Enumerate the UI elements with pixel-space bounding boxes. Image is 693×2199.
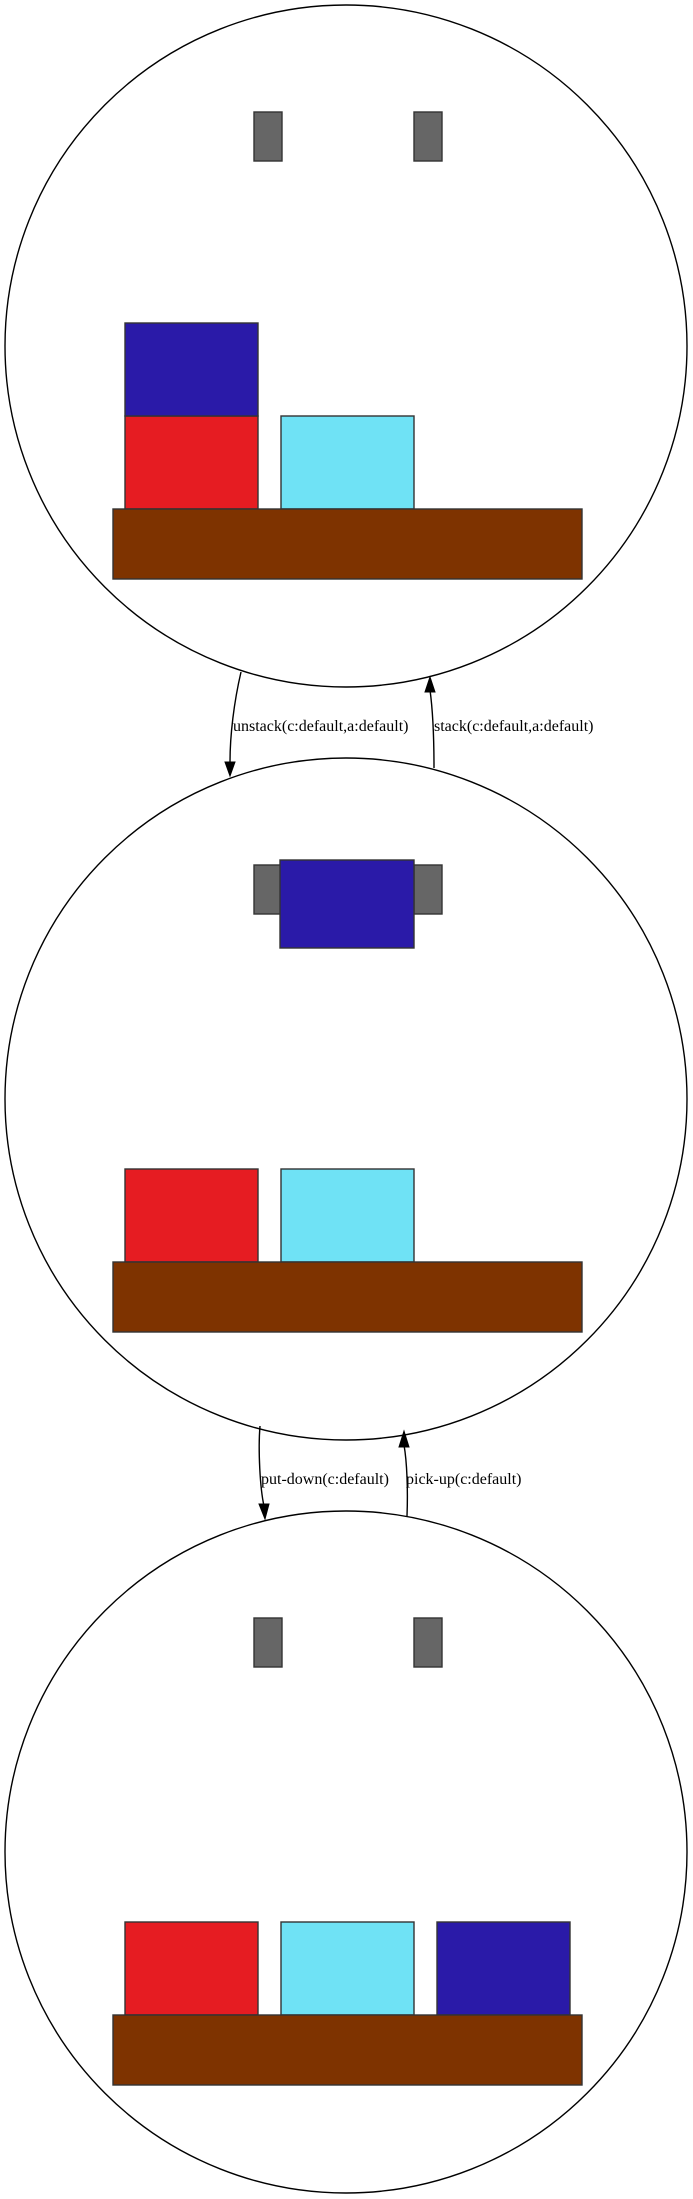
state-2-scene bbox=[112, 859, 583, 1333]
state-node-2 bbox=[4, 757, 688, 1441]
edge-pick-up: pick-up(c:default) bbox=[398, 1429, 522, 1517]
state-3-gripper-left bbox=[253, 1617, 283, 1668]
edge-unstack: unstack(c:default,a:default) bbox=[224, 671, 408, 778]
edge-put-down-arrowhead bbox=[258, 1503, 270, 1521]
state-2-table bbox=[112, 1261, 583, 1333]
state-3-block-b bbox=[436, 1921, 571, 2016]
state-1-block-a bbox=[124, 415, 259, 510]
edge-unstack-arrowhead bbox=[224, 761, 236, 778]
state-3-block-a bbox=[124, 1921, 259, 2016]
state-1-gripper-left bbox=[253, 111, 283, 162]
state-1-block-c bbox=[280, 415, 415, 510]
edge-stack-line bbox=[429, 689, 435, 769]
state-1-table bbox=[112, 508, 583, 580]
state-2-gripper-right bbox=[413, 864, 443, 915]
edge-stack-label: stack(c:default,a:default) bbox=[434, 718, 593, 735]
state-1-gripper-right bbox=[413, 111, 443, 162]
edge-unstack-label: unstack(c:default,a:default) bbox=[233, 718, 408, 735]
edge-put-down-line bbox=[258, 1425, 265, 1507]
edge-pick-up-arrowhead bbox=[398, 1429, 410, 1448]
state-2-held-block-b bbox=[279, 859, 415, 949]
state-3-gripper-right bbox=[413, 1617, 443, 1668]
state-2-block-a bbox=[124, 1168, 259, 1263]
state-node-3 bbox=[4, 1510, 688, 2194]
state-1-scene bbox=[112, 111, 583, 580]
state-1-block-b bbox=[124, 322, 259, 417]
edge-unstack-line bbox=[229, 671, 242, 763]
state-3-circle bbox=[4, 1510, 688, 2194]
state-1-circle bbox=[4, 4, 688, 688]
state-3-block-c bbox=[280, 1921, 415, 2016]
edge-stack: stack(c:default,a:default) bbox=[424, 675, 593, 769]
state-2-gripper-left bbox=[253, 864, 283, 915]
state-2-block-c bbox=[280, 1168, 415, 1263]
state-node-1 bbox=[4, 4, 688, 688]
edge-put-down: put-down(c:default) bbox=[258, 1425, 389, 1521]
edge-stack-arrowhead bbox=[424, 675, 436, 693]
state-3-scene bbox=[112, 1617, 583, 2086]
edge-pick-up-label: pick-up(c:default) bbox=[406, 1471, 522, 1488]
edge-pick-up-line bbox=[403, 1444, 409, 1517]
state-3-table bbox=[112, 2014, 583, 2086]
edge-put-down-label: put-down(c:default) bbox=[261, 1471, 389, 1488]
